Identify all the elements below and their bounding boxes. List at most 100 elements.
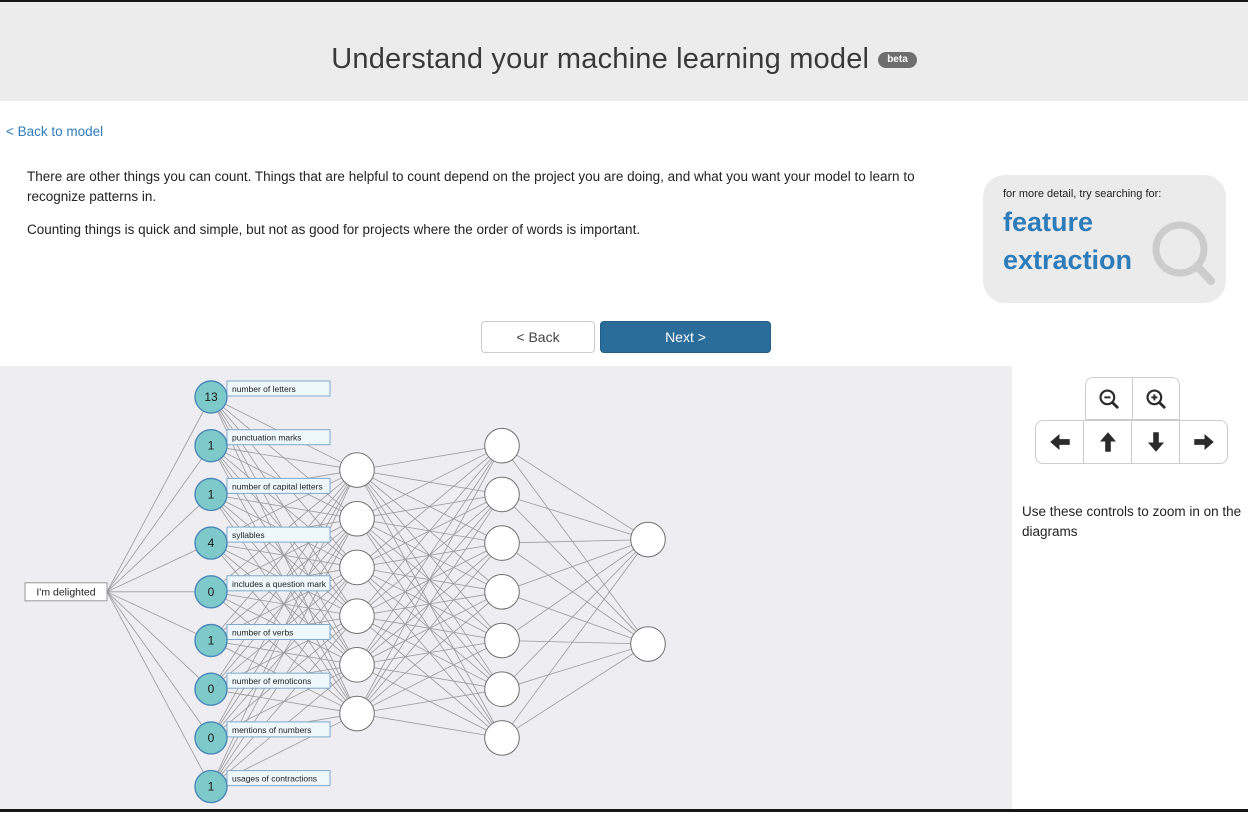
input-node [194,672,228,706]
input-node [194,428,228,463]
edge [356,713,503,739]
feature-label-text: usages of contractions [232,774,317,784]
zoom-in-icon [1146,388,1166,409]
pan-up-button[interactable] [1083,420,1132,464]
feature-label-box [226,526,331,543]
feature-label-text: number of capital letters [232,481,323,491]
edge [356,445,503,471]
edge [501,542,649,645]
edge [356,445,503,666]
feature-label-text: punctuation marks [232,433,301,443]
input-node [194,575,228,609]
hidden-node [484,427,520,464]
window-bottom-edge [0,809,1248,812]
zoom-button-group [1085,377,1180,420]
edge [501,539,649,641]
input-node [194,721,228,755]
edge [106,591,212,739]
edge [501,539,649,544]
hidden-node [484,622,520,659]
feature-label-box [226,624,331,640]
input-node-value: 1 [208,780,215,794]
hidden-node [339,549,375,586]
output-node [630,521,666,558]
edge [356,591,503,714]
input-node [194,526,228,560]
hidden-node [484,720,520,756]
page-title: Understand your machine learning model [331,43,870,75]
edges [106,396,649,787]
hidden-node [484,525,520,561]
feature-label-box [226,672,331,689]
app-header: Understand your machine learning model b… [0,2,1248,101]
intro-paragraph-2: Counting things is quick and simple, but… [27,222,641,237]
arrow-left-icon [1049,433,1070,451]
edge [106,445,212,593]
edge [210,445,358,471]
pan-down-button[interactable] [1131,420,1180,464]
hidden-node [339,598,375,634]
network-svg: number of letters punctuation marks number… [24,380,666,804]
search-term: feature extraction [1003,207,1133,275]
edge [356,640,503,714]
back-button[interactable]: < Back [481,321,595,353]
edge [501,640,649,645]
next-button[interactable]: Next > [600,321,771,353]
input-text-value: I'm delighted [36,586,95,598]
feature-label-box [226,721,331,738]
edge [106,542,212,593]
input-node [194,769,228,804]
edge [210,469,358,739]
input-node-value: 0 [208,682,215,696]
zoom-out-button[interactable] [1085,377,1133,420]
edge [356,445,503,617]
input-node [194,477,228,512]
hidden-node [484,671,520,708]
input-node-value: 1 [208,634,215,648]
feature-label-text: number of letters [232,384,296,394]
arrow-up-icon [1099,432,1116,452]
input-text: I'm delighted [24,582,108,602]
neural-network-diagram: number of letters punctuation marks number… [0,366,1012,812]
edge [210,615,358,787]
hidden-layer-2 [484,427,520,756]
edge [106,591,212,641]
hidden-node [339,695,375,732]
intro-paragraph-1: There are other things you can count. Th… [27,169,915,204]
zoom-out-icon [1099,388,1119,409]
input-node-value: 4 [208,536,215,550]
input-text-box [24,582,108,602]
feature-label-box [226,575,331,592]
input-node [194,623,228,658]
pan-left-button[interactable] [1035,420,1084,464]
feature-label-text: includes a question mark [232,579,327,589]
feature-label-text: number of verbs [232,628,293,638]
edge [501,494,649,645]
edge [501,445,649,540]
input-node-value: 13 [204,390,218,404]
back-to-model-link[interactable]: < Back to model [6,124,104,139]
edge [501,643,649,690]
edge [501,539,649,690]
input-node-value: 1 [208,439,215,453]
output-layer [630,521,666,662]
beta-badge: beta [878,51,917,68]
edge [356,542,503,714]
arrow-down-icon [1147,432,1164,452]
edge [356,445,503,568]
input-node-value: 0 [208,731,215,745]
hidden-node [339,452,375,488]
search-suggestion-card[interactable]: for more detail, try searching for: feat… [983,175,1226,303]
edge [501,494,649,540]
feature-label-box [226,429,331,446]
feature-label-text: syllables [232,530,265,540]
zoom-in-button[interactable] [1132,377,1180,420]
window-top-edge [0,0,1248,2]
pan-right-button[interactable] [1179,420,1228,464]
edge [106,494,212,593]
intro-text: There are other things you can count. Th… [27,167,915,240]
edge [210,518,358,787]
edge [501,591,649,645]
hidden-node [339,500,375,537]
